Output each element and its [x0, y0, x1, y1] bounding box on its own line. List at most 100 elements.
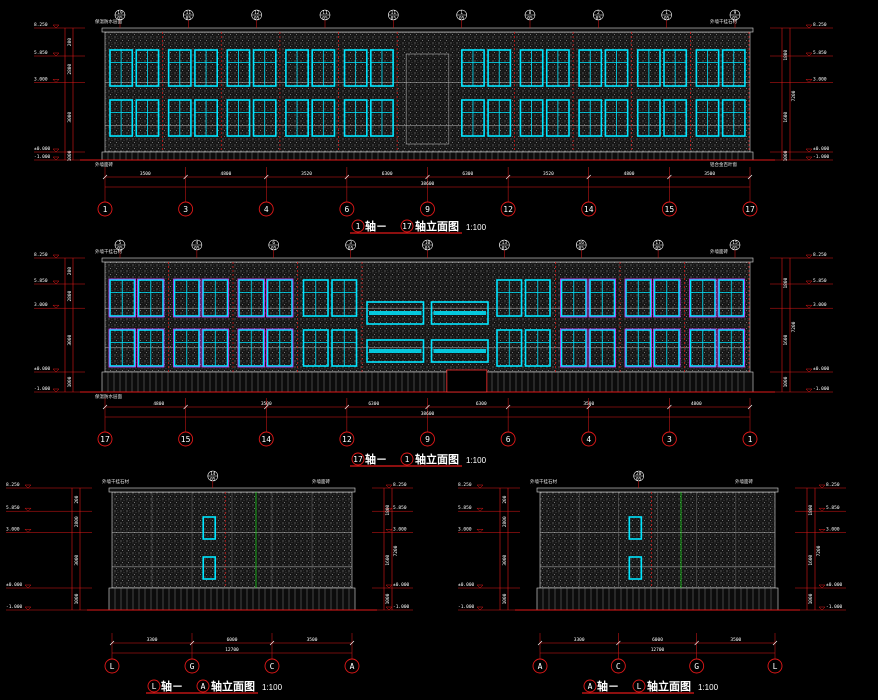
- axis-bubble: [420, 201, 435, 217]
- vdim-left: 1000: [67, 376, 73, 387]
- axis-bubble: [610, 658, 626, 674]
- level-marker: [476, 606, 484, 611]
- title-to: L: [637, 682, 642, 691]
- vdim-total: 7200: [791, 90, 797, 101]
- dim-value: 3300: [147, 637, 158, 643]
- level-label-right: 5.850: [813, 50, 827, 56]
- axis-bubble: [258, 431, 274, 447]
- detail-tag: 205: [593, 9, 604, 28]
- dim-value: 3500: [307, 637, 318, 643]
- detail-tag-number: 4: [196, 240, 199, 246]
- detail-tag-sheet: 05: [459, 16, 465, 22]
- level-label-right: -1.000: [393, 604, 410, 610]
- title-separator: 轴－: [597, 679, 619, 693]
- axis-bubble: [258, 201, 274, 217]
- axis-label: 17: [745, 205, 755, 214]
- title-from: 1: [356, 222, 361, 231]
- title-scale: 1:100: [466, 456, 487, 465]
- detail-tag-sheet: 05: [194, 246, 200, 252]
- level-marker: [476, 507, 484, 512]
- level-marker: [52, 156, 60, 161]
- level-label-right: -1.000: [813, 386, 830, 392]
- level-label-left: ±0.000: [6, 582, 23, 588]
- level-label-left: -1.000: [6, 604, 23, 610]
- title-from: L: [152, 682, 157, 691]
- axis-bubble: [661, 201, 677, 217]
- level-marker: [24, 529, 32, 533]
- level-label-left: 8.250: [458, 482, 472, 488]
- level-label-left: 8.250: [34, 22, 48, 28]
- vdim-left: 200: [74, 495, 80, 503]
- title-to: 1: [405, 455, 410, 464]
- detail-tag-number: 11: [322, 10, 328, 16]
- axis-bubble: [742, 431, 758, 447]
- level-marker: [818, 484, 826, 489]
- level-label-left: 3.000: [6, 526, 20, 532]
- axis-bubble: [500, 431, 516, 447]
- axis-label: A: [538, 662, 543, 671]
- title-axis-from: [351, 219, 365, 233]
- detail-tag-number: 11: [186, 10, 192, 16]
- detail-tag-number: 12: [254, 10, 260, 16]
- level-label-left: 3.000: [34, 302, 48, 308]
- vdim-total: 7200: [393, 545, 399, 556]
- detail-tag-number: 20: [636, 471, 642, 477]
- axis-label: 12: [342, 435, 352, 444]
- axis-label: 14: [584, 205, 594, 214]
- level-marker: [805, 24, 813, 29]
- axis-bubble: [264, 658, 280, 674]
- detail-tag-sheet: 05: [348, 246, 354, 252]
- level-label-left: 5.850: [34, 278, 48, 284]
- title-axis-from: [351, 452, 365, 466]
- dim-total: 12700: [225, 647, 239, 653]
- level-label-left: ±0.000: [458, 582, 475, 588]
- detail-tag-number: 10: [425, 240, 431, 246]
- detail-tag-number: 1: [460, 10, 463, 16]
- detail-tag-number: 9: [734, 10, 737, 16]
- level-label-left: -1.000: [458, 604, 475, 610]
- curtain-window: [430, 301, 489, 325]
- note-text: 铝合金百叶窗: [710, 161, 737, 168]
- vdim-total: 7200: [816, 545, 822, 556]
- level-marker: [805, 52, 813, 57]
- detail-tag-number: 17: [655, 240, 661, 246]
- dim-total: 38600: [421, 411, 435, 417]
- axis-label: 4: [586, 435, 591, 444]
- parapet: [536, 487, 779, 493]
- axis-label: L: [773, 662, 778, 671]
- detail-tag-number: 8: [529, 10, 532, 16]
- axis-label: 1: [748, 435, 753, 444]
- title-from: A: [588, 682, 593, 691]
- dim-total: 12700: [651, 647, 665, 653]
- axis-label: 6: [506, 435, 511, 444]
- level-marker: [805, 148, 813, 153]
- dim-value: 3500: [583, 401, 594, 407]
- detail-tag-sheet: 05: [254, 16, 260, 22]
- level-label-right: 8.250: [826, 482, 840, 488]
- note-text: 外墙面砖: [95, 161, 113, 168]
- level-marker: [385, 606, 393, 611]
- axis-bubble: [689, 658, 705, 674]
- level-label-right: 8.250: [813, 252, 827, 258]
- axis-label: 1: [103, 205, 108, 214]
- detail-tag: 105: [456, 9, 467, 28]
- elevation-e3: 8.2505.8503.000±0.000-1.0008.2505.8503.0…: [6, 470, 413, 694]
- detail-tag-sheet: 05: [502, 246, 508, 252]
- note-text: 外墙干挂石材: [102, 478, 129, 485]
- level-label-left: ±0.000: [34, 366, 51, 372]
- axis-label: 14: [261, 435, 271, 444]
- vdim-right: 1000: [808, 593, 814, 604]
- level-label-left: 5.850: [458, 505, 472, 511]
- detail-tag-number: 2: [597, 10, 600, 16]
- level-label-right: 5.850: [393, 505, 407, 511]
- level-marker: [52, 79, 60, 83]
- axis-label: G: [190, 662, 195, 671]
